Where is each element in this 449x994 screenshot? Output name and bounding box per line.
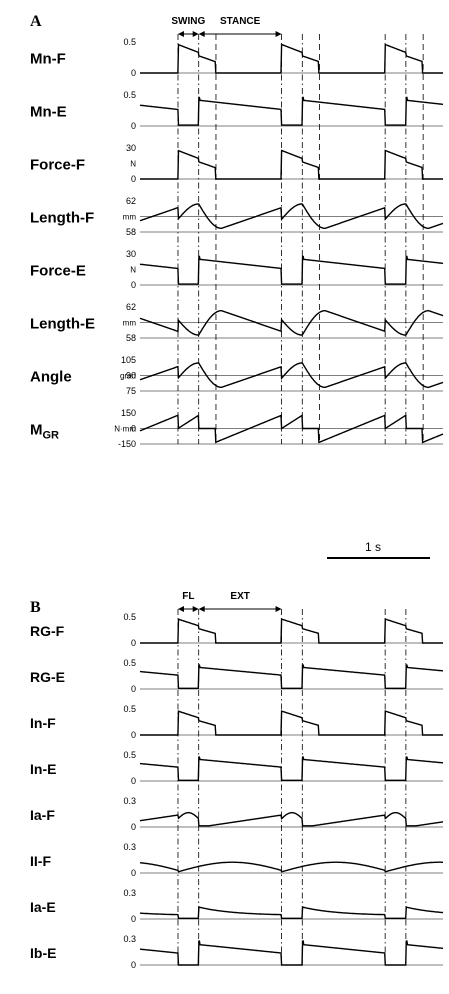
trace-stack xyxy=(139,43,444,966)
p1-ib-e-tick-label: 0.3 xyxy=(123,934,136,944)
p1-rg-e-tick-label: 0.5 xyxy=(123,658,136,668)
p0-angle-tick-label: 90 xyxy=(126,371,136,381)
p0-mgr-tick-label: 0 xyxy=(131,424,136,434)
p1-ib-e-trace xyxy=(140,940,444,966)
p1-left-phase-arrow-head-right xyxy=(192,606,199,612)
p0-angle-tick-label: 105 xyxy=(121,355,136,365)
p1-ii-f-name: II-F xyxy=(30,853,51,869)
p0-mn-f-tick-label: 0.5 xyxy=(123,37,136,47)
time-scale-bar: 1 s xyxy=(327,540,430,559)
p1-ia-f-trace xyxy=(139,811,444,827)
p0-mn-f-name: Mn-F xyxy=(30,51,66,68)
p1-in-e-tick-label: 0.5 xyxy=(123,750,136,760)
p0-mn-e-trace xyxy=(139,96,444,126)
p0-angle-unit-label: grad xyxy=(120,372,136,381)
p0-length-e-tick-label: 58 xyxy=(126,333,136,343)
p0-angle-name: Angle xyxy=(30,369,72,386)
p0-left-phase-label: SWING xyxy=(171,16,205,27)
p1-rg-e-trace xyxy=(140,664,443,689)
p1-rg-f-trace xyxy=(140,618,443,644)
p0-length-f-tick-label: 58 xyxy=(126,227,136,237)
p0-left-phase-arrow-head-right xyxy=(192,31,199,37)
p0-length-e-unit-label: mm xyxy=(123,319,137,328)
p1-ia-e-tick-label: 0 xyxy=(131,914,136,924)
p0-force-f-unit-label: N xyxy=(130,160,136,169)
p1-in-f-tick-label: 0 xyxy=(131,730,136,740)
panel-letter-a: A xyxy=(30,13,42,30)
p0-force-f-tick-label: 30 xyxy=(126,143,136,153)
p1-in-f-name: In-F xyxy=(30,715,56,731)
scale-bar-label: 1 s xyxy=(365,540,381,554)
p0-force-e-tick-label: 30 xyxy=(126,249,136,259)
p0-force-f-tick-label: 0 xyxy=(131,174,136,184)
p0-length-f-trace xyxy=(139,203,444,230)
p1-rg-f-tick-label: 0.5 xyxy=(123,612,136,622)
p1-ii-f-tick-label: 0.3 xyxy=(123,842,136,852)
p1-ia-f-tick-label: 0.3 xyxy=(123,796,136,806)
p0-mn-f-tick-label: 0 xyxy=(131,68,136,78)
phase-headers: SWING STANCE FL EXT xyxy=(171,16,282,612)
p1-ib-e-name: Ib-E xyxy=(30,945,56,961)
p0-right-phase-arrow-head-left xyxy=(198,31,205,37)
p1-right-phase-label: EXT xyxy=(230,591,249,602)
p0-angle-trace xyxy=(139,362,444,389)
p0-left-phase-arrow-head-left xyxy=(177,31,184,37)
p1-ia-e-tick-label: 0.3 xyxy=(123,888,136,898)
p1-rg-f-name: RG-F xyxy=(30,623,65,639)
p1-left-phase-arrow-head-left xyxy=(177,606,184,612)
p1-ia-e-name: Ia-E xyxy=(30,899,56,915)
p0-force-e-trace xyxy=(139,255,444,285)
p0-mgr-unit-label: N·mm xyxy=(114,425,136,434)
p0-force-e-unit-label: N xyxy=(130,266,136,275)
p0-mgr-tick-label: 150 xyxy=(121,408,136,418)
p1-ia-f-tick-label: 0 xyxy=(131,822,136,832)
p0-right-phase-arrow-head-right xyxy=(275,31,282,37)
p1-rg-f-tick-label: 0 xyxy=(131,638,136,648)
p0-right-phase-label: STANCE xyxy=(220,16,261,27)
p0-mgr-tick-label: -150 xyxy=(118,439,136,449)
p1-ib-e-tick-label: 0 xyxy=(131,960,136,970)
p1-rg-e-tick-label: 0 xyxy=(131,684,136,694)
p0-length-f-name: Length-F xyxy=(30,210,94,227)
p0-mgr-name-subscript: GR xyxy=(43,430,60,442)
p1-ii-f-trace xyxy=(139,861,443,873)
p0-mn-e-name: Mn-E xyxy=(30,104,67,121)
p1-ii-f-tick-label: 0 xyxy=(131,868,136,878)
p0-force-e-tick-label: 0 xyxy=(131,280,136,290)
p0-length-f-tick-label: 62 xyxy=(126,196,136,206)
trace-labels: 0.50Mn-F0.50Mn-E300NForce-F6258mmLength-… xyxy=(30,37,136,970)
p0-mn-e-tick-label: 0 xyxy=(131,121,136,131)
p0-mgr-name: MGR xyxy=(30,422,59,442)
p1-rg-e-name: RG-E xyxy=(30,669,65,685)
panel-letter-b: B xyxy=(30,599,41,616)
p1-in-e-trace xyxy=(140,756,443,781)
p1-in-f-tick-label: 0.5 xyxy=(123,704,136,714)
p0-angle-tick-label: 75 xyxy=(126,386,136,396)
p0-force-f-name: Force-F xyxy=(30,157,85,174)
p0-length-e-tick-label: 62 xyxy=(126,302,136,312)
p1-in-e-tick-label: 0 xyxy=(131,776,136,786)
p0-length-f-unit-label: mm xyxy=(123,213,137,222)
p0-force-f-trace xyxy=(140,149,443,180)
p0-mn-f-trace xyxy=(140,43,443,74)
p1-right-phase-arrow-head-right xyxy=(275,606,282,612)
p1-left-phase-label: FL xyxy=(182,591,194,602)
p1-ia-e-trace xyxy=(139,906,444,919)
p1-right-phase-arrow-head-left xyxy=(198,606,205,612)
p0-length-e-trace xyxy=(139,309,444,336)
p0-force-e-name: Force-E xyxy=(30,263,86,280)
p0-mn-e-tick-label: 0.5 xyxy=(123,90,136,100)
p1-in-f-trace xyxy=(140,710,443,736)
p1-ia-f-name: Ia-F xyxy=(30,807,55,823)
p1-in-e-name: In-E xyxy=(30,761,56,777)
p0-length-e-name: Length-E xyxy=(30,316,95,333)
p0-mgr-trace xyxy=(139,414,444,444)
